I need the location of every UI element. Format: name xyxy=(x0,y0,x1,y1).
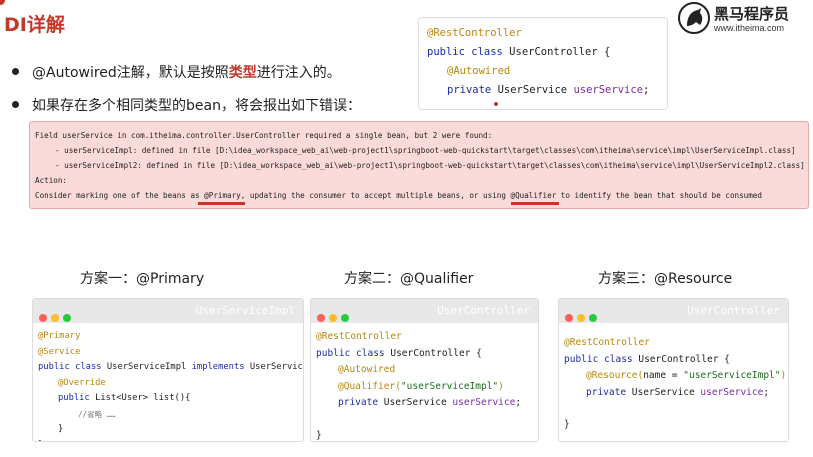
minimize-dot-icon xyxy=(577,314,585,322)
window-title: UserServiceImpl xyxy=(195,304,295,317)
window-titlebar: UserController xyxy=(311,299,538,323)
window-title: UserController xyxy=(687,304,780,317)
logo-url: www.itheima.com xyxy=(714,23,785,33)
maximize-dot-icon xyxy=(589,314,597,322)
top-code-snippet: @RestController public class UserControl… xyxy=(418,17,668,110)
qualifier-underline xyxy=(511,202,559,205)
error-primary: @Primary xyxy=(204,191,241,200)
close-dot-icon xyxy=(39,314,47,322)
plan-1-title: 方案一：@Primary xyxy=(80,271,205,287)
marker-dot xyxy=(494,102,498,106)
window-titlebar: UserServiceImpl xyxy=(33,299,303,323)
window-title: UserController xyxy=(437,304,530,317)
error-message-box: Field userService in com.itheima.control… xyxy=(29,121,809,209)
brand-logo: 黑马程序员 www.itheima.com xyxy=(678,2,810,36)
primary-underline xyxy=(198,202,245,205)
window-titlebar: UserController xyxy=(559,299,788,323)
logo-name: 黑马程序员 xyxy=(714,5,790,23)
close-dot-icon xyxy=(317,314,325,322)
close-dot-icon xyxy=(565,314,573,322)
minimize-dot-icon xyxy=(329,314,337,322)
maximize-dot-icon xyxy=(341,314,349,322)
maximize-dot-icon xyxy=(63,314,71,322)
highlight-type: 类型 xyxy=(228,65,257,81)
plan-2-title: 方案二：@Qualifier xyxy=(344,271,474,287)
horse-logo-icon xyxy=(678,2,710,34)
corner-dot xyxy=(0,0,5,5)
minimize-dot-icon xyxy=(51,314,59,322)
error-qualifier: @Qualifier xyxy=(510,191,557,200)
plan-3-title: 方案三：@Resource xyxy=(598,271,733,287)
page-title: DI详解 xyxy=(4,14,65,36)
